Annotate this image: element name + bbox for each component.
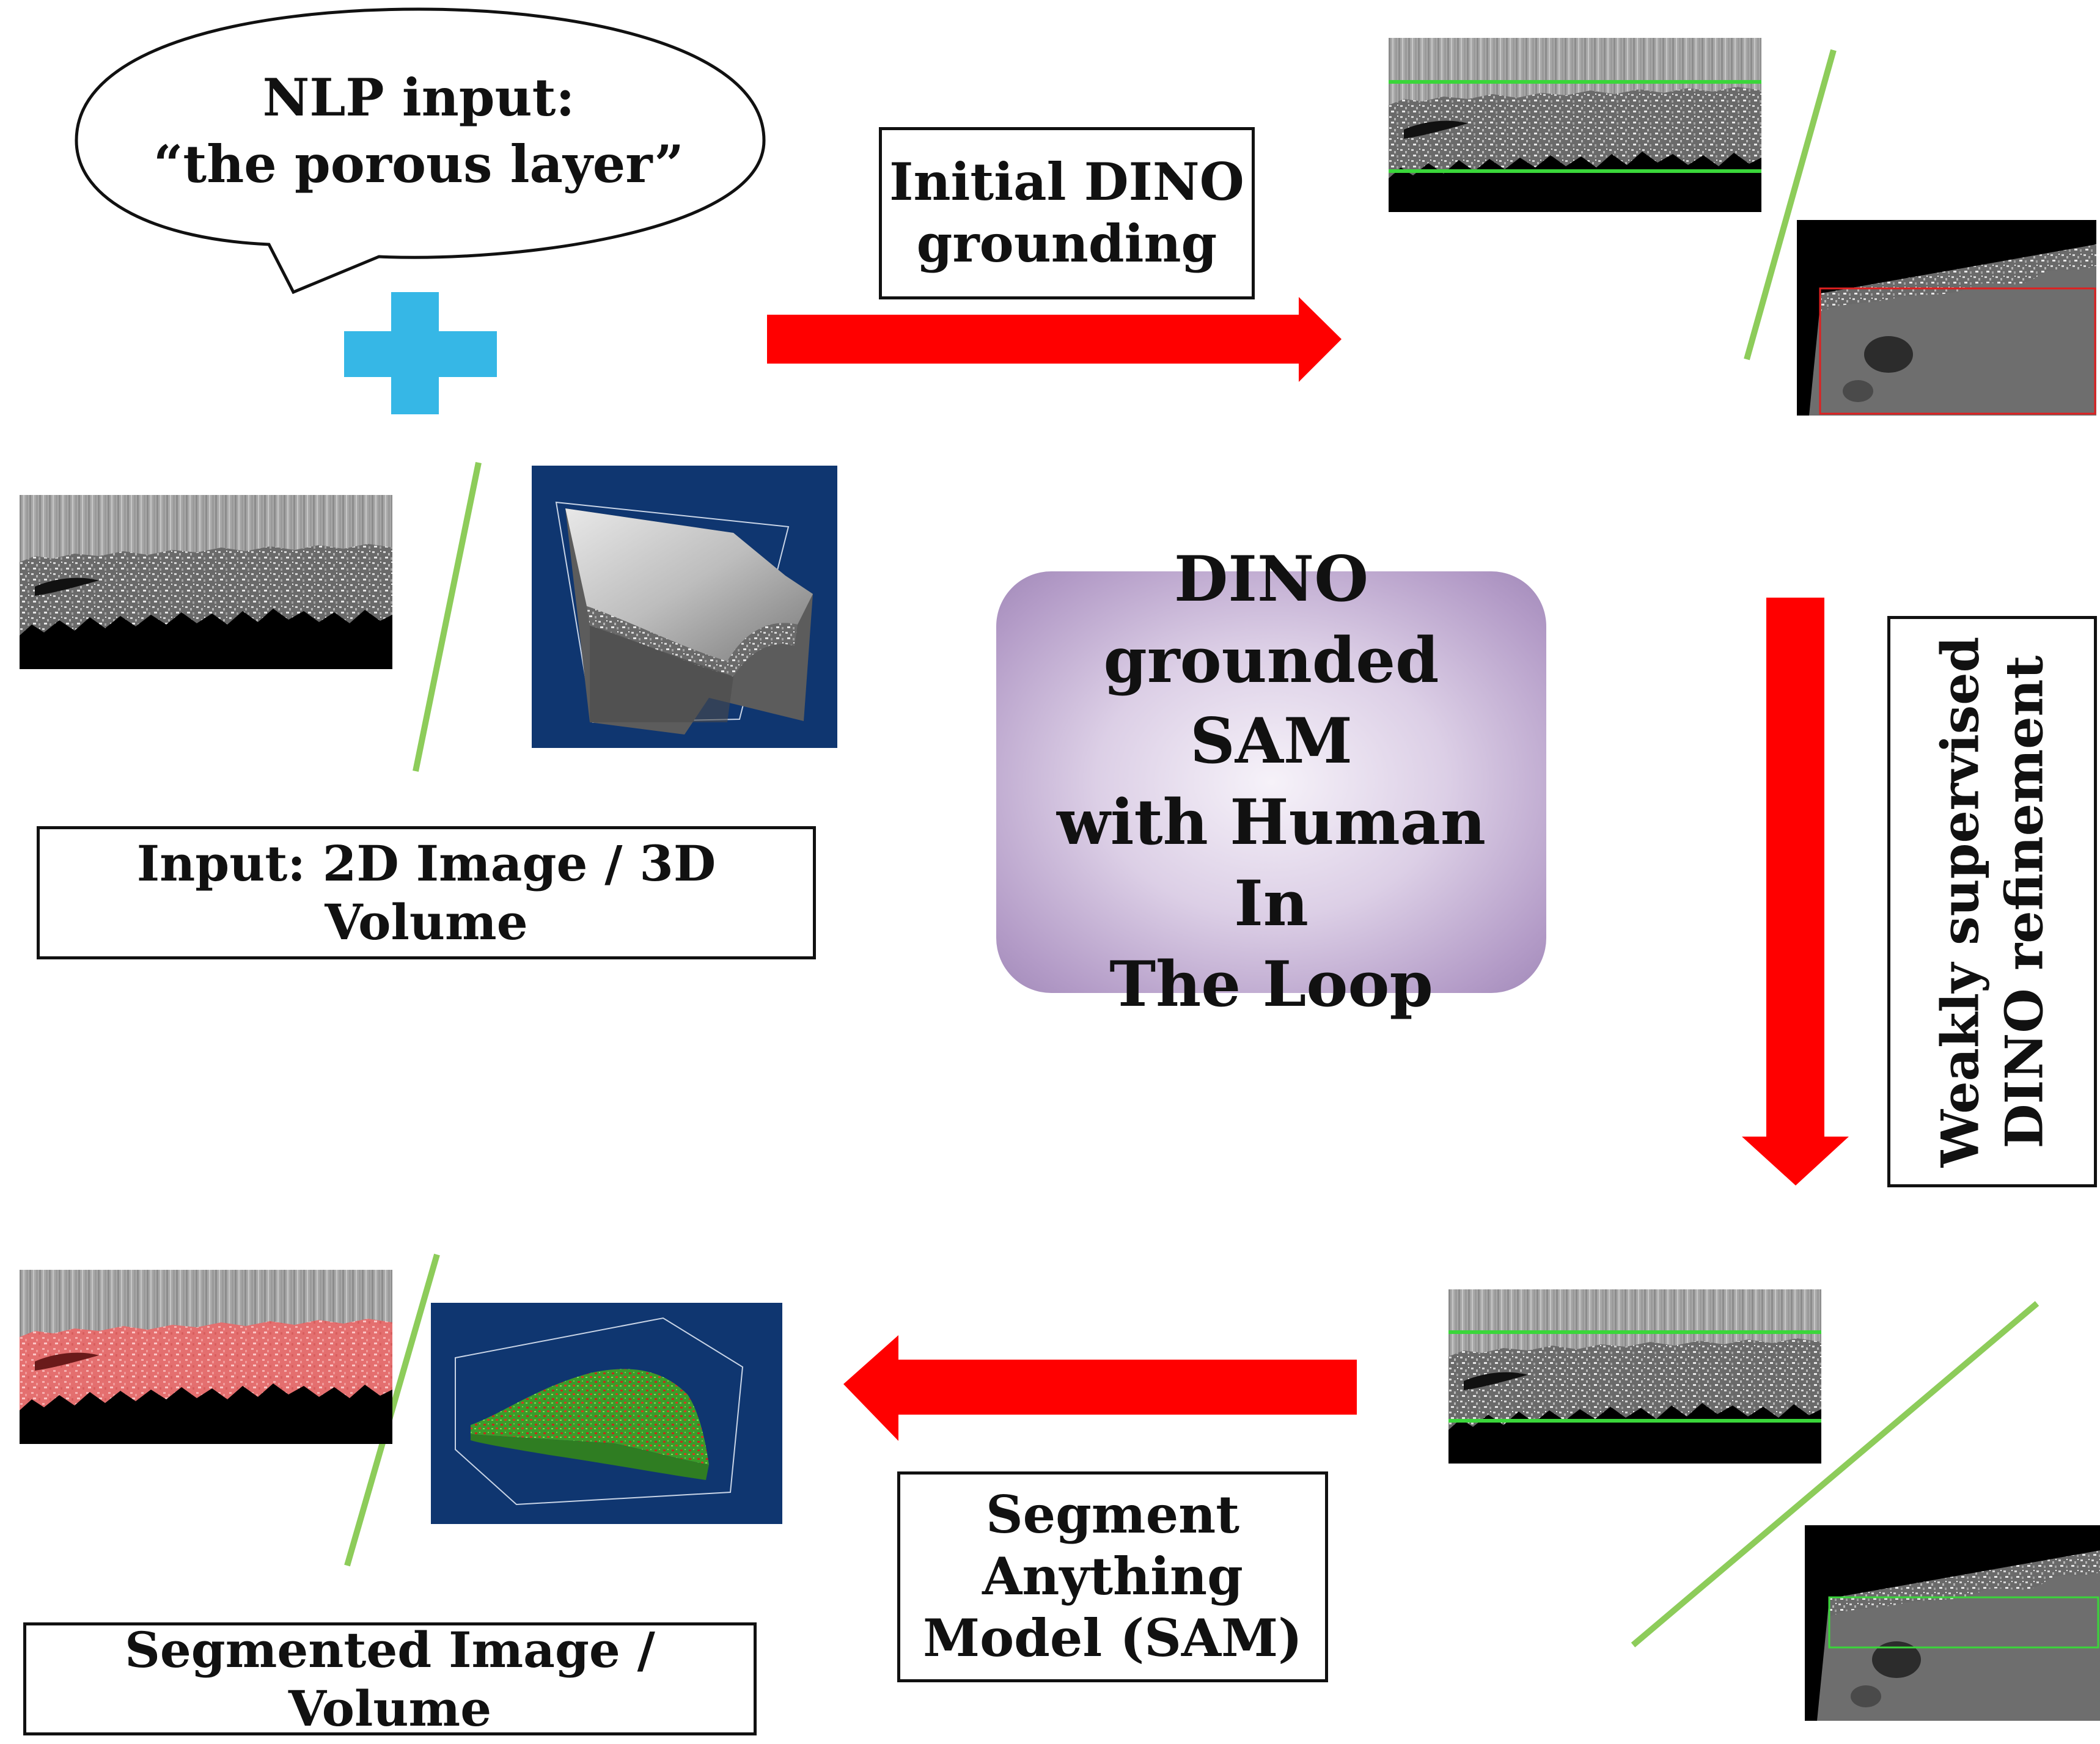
initial-dino-line1: Initial DINO [889,152,1244,213]
input-label-box: Input: 2D Image / 3D Volume [37,826,816,959]
center-line4: The Loop [1109,948,1433,1022]
segmented-label-box: Segmented Image / Volume [23,1621,757,1737]
center-line2: grounded SAM [1103,623,1439,779]
segmented-label-text: Segmented Image / Volume [125,1621,655,1737]
nlp-input-line2: “the porous layer” [153,134,684,195]
sam-line1: Segment [985,1484,1240,1545]
weakly-line2: DINO refinement [1994,655,2055,1148]
input-3d-volume [532,466,837,748]
segmented-2d-image [20,1270,392,1444]
nlp-speech-bubble [75,7,766,295]
center-dino-grounded-sam: DINO grounded SAM with Human In The Loop [996,543,1546,1021]
divider-line-top-right [1744,49,1837,361]
arrow-right [767,297,1342,382]
nlp-input-line1: NLP input: [262,67,575,128]
sam-box: Segment Anything Model (SAM) [897,1471,1328,1682]
dino-refined-tilted [1805,1525,2100,1721]
weakly-line1: Weakly supervised [1929,636,1991,1167]
dino-refined-slice [1448,1289,1821,1464]
center-line1: DINO [1173,543,1369,617]
dino-grounding-slice [1389,38,1761,212]
center-line3: with Human In [1056,786,1486,940]
segmented-3d-volume [431,1303,782,1524]
plus-icon [344,292,497,414]
initial-dino-grounding-box: Initial DINO grounding [879,127,1255,299]
weakly-supervised-box: Weakly supervised DINO refinement [1887,616,2097,1187]
initial-dino-line2: grounding [916,213,1217,274]
sam-line2: Anything [982,1546,1243,1607]
arrow-left [843,1335,1357,1441]
input-label-text: Input: 2D Image / 3D Volume [136,835,716,951]
divider-line-input [413,462,482,772]
divider-line-bottom-right [1631,1301,2039,1647]
nlp-input-text: NLP input: “the porous layer” [98,64,740,197]
dino-grounding-tilted [1797,220,2096,416]
sam-line3: Model (SAM) [923,1607,1302,1668]
input-2d-image [20,495,392,669]
arrow-down [1742,598,1849,1185]
